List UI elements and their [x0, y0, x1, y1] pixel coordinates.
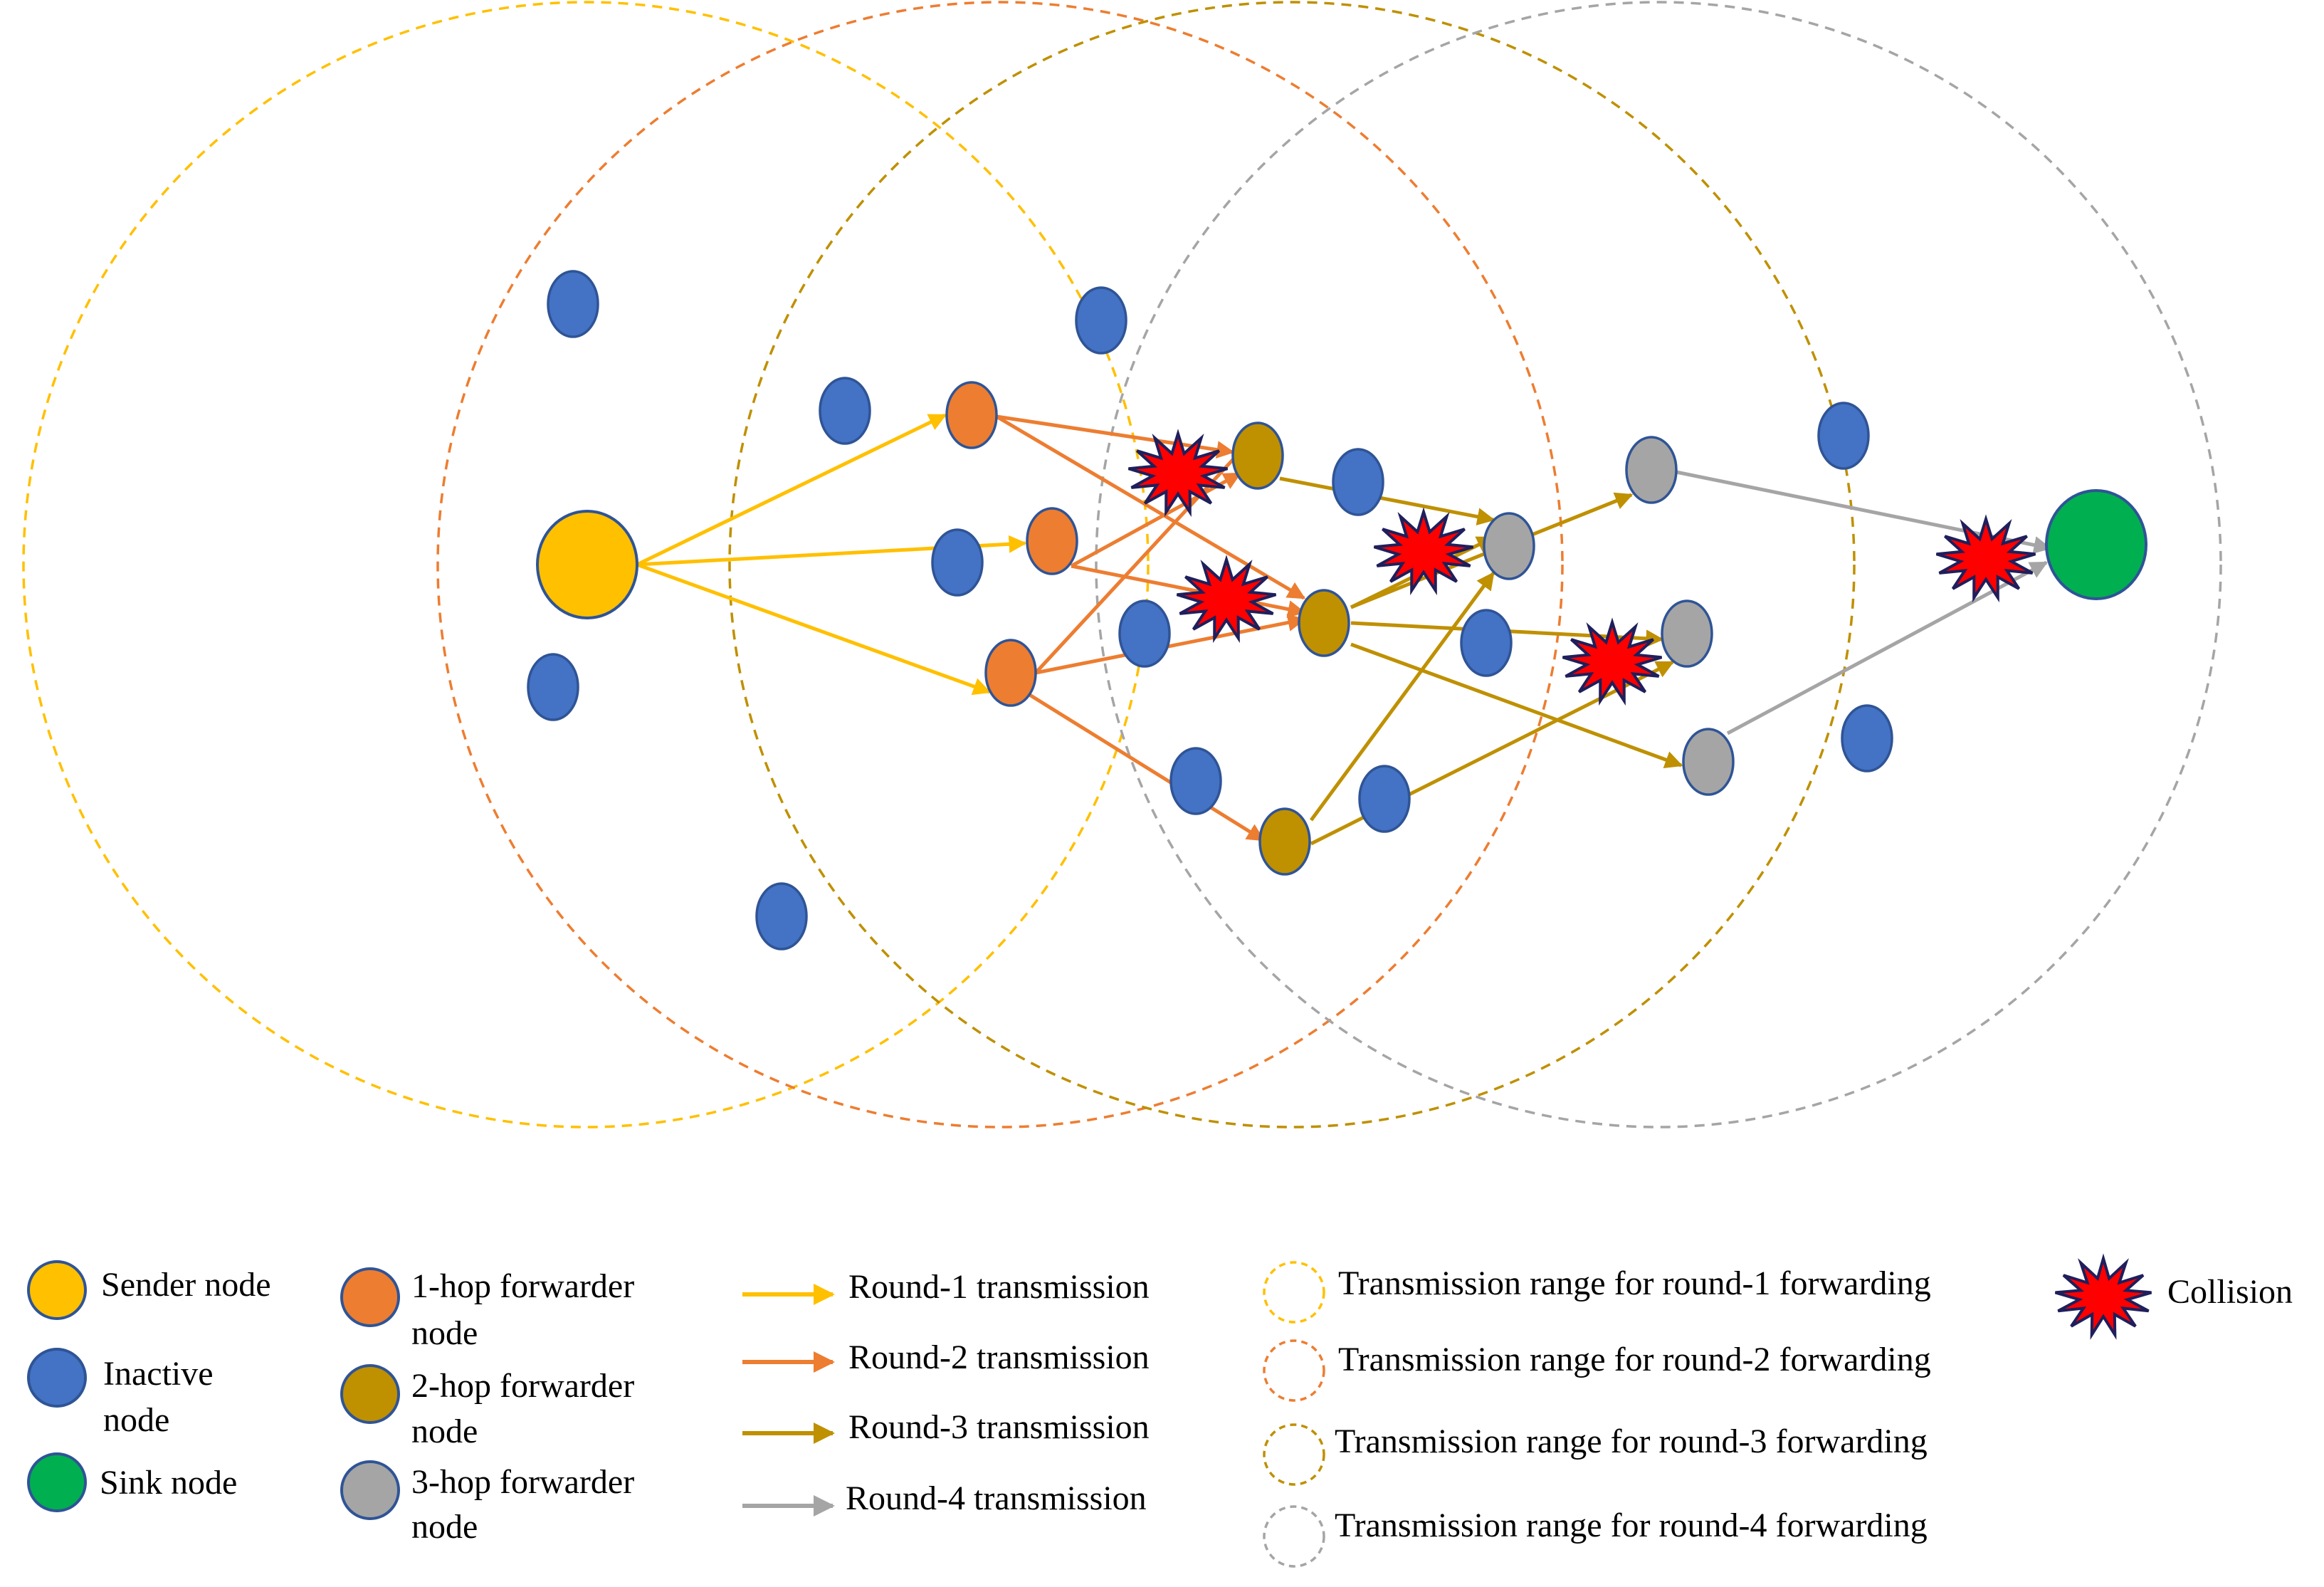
legend-hop2-label: 2-hop forwarder [411, 1367, 634, 1405]
legend-hop3-label: 3-hop forwarder [411, 1463, 634, 1501]
round-1-arrow [636, 562, 992, 696]
legend-range1-swatch [1263, 1261, 1325, 1324]
legend-sink-label: Sink node [100, 1464, 237, 1502]
inactive-node [1169, 747, 1222, 815]
round-2-arrow [1027, 692, 1266, 842]
hop2-nodes [1231, 421, 1350, 876]
inactive-node [1460, 609, 1513, 677]
sink-node [2045, 489, 2147, 600]
hop1-node [984, 639, 1037, 707]
hop3-node [1483, 512, 1535, 580]
legend-hop2-swatch [340, 1364, 400, 1424]
collision-icon [1373, 507, 1474, 596]
inactive-node [1841, 704, 1893, 772]
round-2-arrow [1034, 433, 1258, 674]
legend-inactive-label-2: node [103, 1401, 169, 1439]
legend-hop1-swatch [340, 1267, 400, 1327]
legend-range2-label: Transmission range for round-2 forwardin… [1338, 1341, 1931, 1378]
legend-collision-icon [2054, 1253, 2152, 1340]
legend: Sender node Inactive node Sink node 1-ho… [27, 1253, 2293, 1568]
legend-round3-label: Round-3 transmission [848, 1408, 1150, 1446]
legend-inactive-swatch [27, 1348, 87, 1408]
legend-range4-label: Transmission range for round-4 forwardin… [1335, 1507, 1928, 1544]
collision-icon [1176, 555, 1277, 644]
legend-range1-label: Transmission range for round-1 forwardin… [1338, 1264, 1931, 1302]
inactive-node [1118, 599, 1171, 668]
hop2-node [1258, 807, 1311, 876]
range-round-1-circle [22, 1, 1150, 1128]
hop3-node [1682, 728, 1735, 796]
legend-sender-label: Sender node [101, 1266, 271, 1304]
round-1-arrow [636, 413, 947, 567]
legend-collision-label: Collision [2167, 1273, 2293, 1311]
round-3-arrow [1279, 476, 1495, 526]
collision-icon [2054, 1253, 2152, 1340]
round-2-arrow [995, 414, 1306, 600]
hop3-node [1625, 436, 1678, 504]
legend-hop3-swatch [340, 1460, 400, 1520]
legend-range2-swatch [1263, 1339, 1325, 1402]
collision-icon [1562, 617, 1663, 706]
inactive-node [1332, 448, 1384, 516]
hop1-node [945, 381, 998, 449]
inactive-nodes [527, 270, 1893, 950]
inactive-node [1075, 286, 1127, 355]
inactive-node [755, 882, 808, 950]
collision-icon [1935, 514, 2036, 603]
legend-round2-label: Round-2 transmission [848, 1339, 1150, 1376]
legend-round4-label: Round-4 transmission [846, 1479, 1147, 1517]
legend-hop3-label-2: node [411, 1508, 478, 1546]
inactive-node [1817, 402, 1870, 470]
hop1-node [1026, 507, 1078, 575]
hop3-nodes [1483, 436, 1735, 796]
inactive-node [931, 528, 984, 597]
round-3-arrow [1350, 642, 1683, 768]
collision-icon [1127, 429, 1229, 518]
collisions [1127, 429, 2036, 706]
hop3-node [1661, 599, 1713, 668]
inactive-node [1358, 765, 1411, 833]
legend-hop2-label-2: node [411, 1413, 478, 1450]
legend-sender-swatch [27, 1260, 87, 1320]
range-round-3-circle [728, 1, 1856, 1128]
round-3-arrow [1309, 571, 1495, 822]
inactive-node [527, 653, 579, 721]
round-4-arrows [1676, 470, 2052, 735]
legend-range3-swatch [1263, 1423, 1325, 1486]
legend-inactive-label: Inactive [103, 1355, 214, 1393]
legend-hop1-label-2: node [411, 1314, 478, 1352]
legend-range4-swatch [1263, 1505, 1325, 1568]
sender-node [536, 510, 638, 619]
legend-round1-label: Round-1 transmission [848, 1268, 1150, 1306]
legend-hop1-label: 1-hop forwarder [411, 1267, 634, 1305]
hop2-node [1298, 589, 1350, 657]
range-round-2-circle [436, 1, 1564, 1128]
round-2-arrow [1070, 471, 1242, 568]
range-round-4-circle [1095, 1, 2222, 1128]
legend-range3-label: Transmission range for round-3 forwardin… [1335, 1423, 1928, 1460]
hop1-nodes [945, 381, 1078, 707]
legend-sink-swatch [27, 1452, 87, 1512]
inactive-node [547, 270, 599, 338]
round-2-arrow [1071, 564, 1306, 618]
hop2-node [1231, 421, 1284, 490]
inactive-node [819, 377, 871, 445]
